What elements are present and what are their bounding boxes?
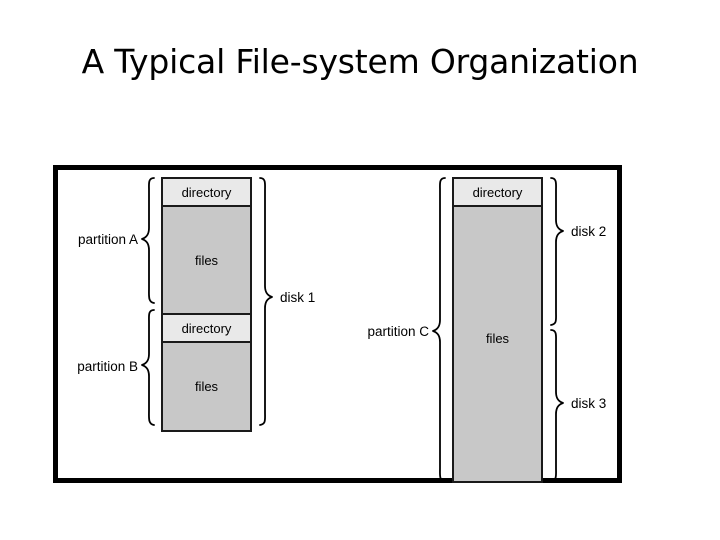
figure-canvas: directory files directory files director… <box>58 170 617 483</box>
disk-2-3-column: directory files <box>452 177 543 483</box>
partition-b-brace <box>141 309 155 426</box>
partition-c-label: partition C <box>367 324 429 339</box>
partition-c-directory-label: directory <box>472 184 523 200</box>
partition-a-b-divider <box>163 313 250 315</box>
partition-c-directory-block: directory <box>454 179 541 207</box>
figure-frame: directory files directory files director… <box>53 165 622 483</box>
disk-3-label: disk 3 <box>571 396 607 411</box>
partition-b-directory-block: directory <box>163 315 250 343</box>
partition-a-label: partition A <box>77 232 138 247</box>
disk-3-brace <box>550 329 564 478</box>
page-title: A Typical File-system Organization <box>81 42 639 81</box>
partition-a-directory-label: directory <box>181 184 232 200</box>
disk-1-brace <box>259 177 273 426</box>
partition-a-files-label: files <box>194 252 219 268</box>
partition-c-files-label: files <box>485 331 510 346</box>
partition-b-files-block: files <box>163 343 250 430</box>
disk-1-label: disk 1 <box>280 290 316 305</box>
partition-c-files-block: files <box>454 207 541 481</box>
partition-a-directory-block: directory <box>163 179 250 207</box>
disk-1-column: directory files directory files <box>161 177 252 432</box>
partition-a-files-block: files <box>163 207 250 313</box>
disk-2-label: disk 2 <box>571 224 607 239</box>
disk-2-brace <box>550 177 564 326</box>
partition-c-brace <box>432 177 446 478</box>
partition-b-directory-label: directory <box>181 320 232 336</box>
partition-a-brace <box>141 177 155 304</box>
partition-b-label: partition B <box>77 359 138 374</box>
partition-b-files-label: files <box>194 379 219 394</box>
